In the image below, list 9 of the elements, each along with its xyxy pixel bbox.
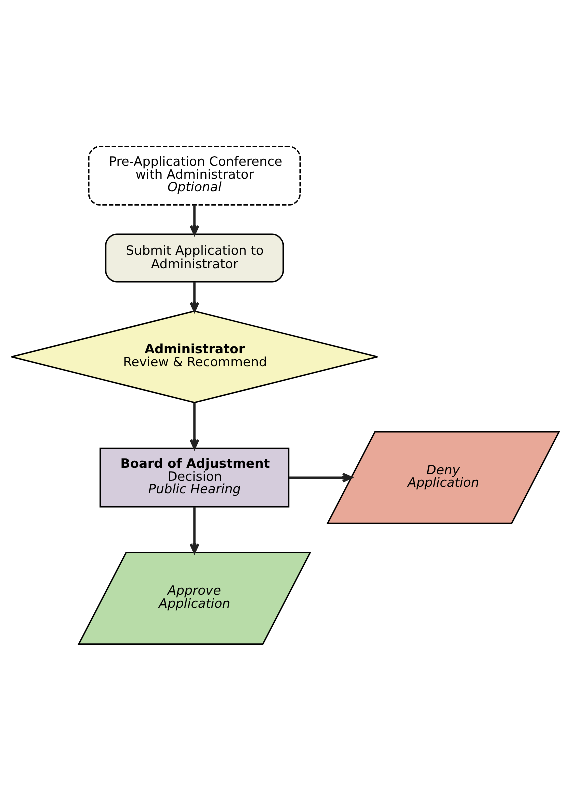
node-diamond: Administrator Review & Recommend xyxy=(11,310,378,404)
arrow xyxy=(190,402,200,450)
arrow xyxy=(190,282,200,312)
node-box: Board of Adjustment Decision Public Hearing xyxy=(100,447,290,508)
arrow xyxy=(190,506,200,554)
node-box: Submit Application to Administrator xyxy=(105,233,284,282)
arrow xyxy=(289,472,353,482)
node-box: Pre-Application Conference with Administrator Optional xyxy=(88,145,302,206)
arrow xyxy=(190,204,200,236)
